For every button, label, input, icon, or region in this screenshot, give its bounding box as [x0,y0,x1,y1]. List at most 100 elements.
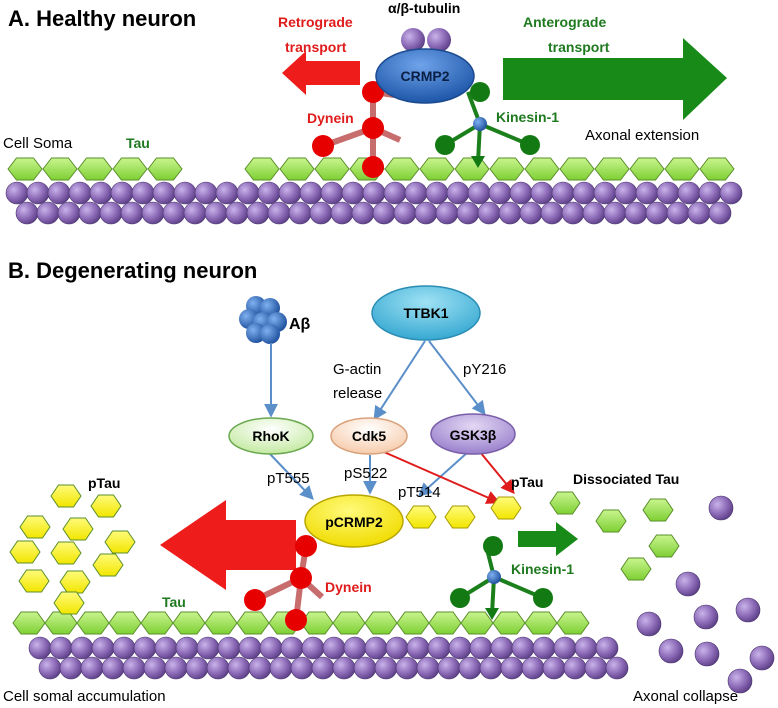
tubulin-subunit [437,656,461,680]
panel-b: B. Degenerating neuron Aβ TTBK1 [3,258,775,705]
tubulin-subunit [131,181,155,205]
tubulin-subunit [614,181,638,205]
tubulin-subunit [693,604,719,630]
tubulin-label: α/β-tubulin [388,0,460,16]
tubulin-subunit [519,201,543,225]
pcrmp2-label: pCRMP2 [325,514,383,530]
tubulin-subunit [624,201,648,225]
tubulin-subunit [677,181,701,205]
tubulin-subunit [215,181,239,205]
tau-hexagon [454,157,490,181]
tau-hexagon [489,157,525,181]
tubulin-subunit [120,201,144,225]
tubulin-subunit [309,201,333,225]
gsk3b-label: GSK3β [450,427,497,443]
tubulin-subunit [595,636,619,660]
tubulin-subunit [477,201,501,225]
tau-hexagon [396,611,430,635]
tubulin-subunit [383,181,407,205]
tubulin-subunit [636,611,662,637]
ptau-hexagon [18,569,50,593]
tau-hexagon [12,611,46,635]
tau-hexagon [642,498,674,522]
microtubule-a [5,181,743,225]
tau-hexagon [204,611,238,635]
tubulin-subunit [521,656,545,680]
tubulin-subunit [152,181,176,205]
tubulin-subunit [364,636,388,660]
pt514-label: pT514 [398,484,441,501]
tubulin-subunit [727,668,753,694]
ptau-hexagon [405,505,437,529]
tubulin-subunit [5,181,29,205]
tau-hexagon [594,157,630,181]
tau-hexagon [140,611,174,635]
tubulin-subunit [509,181,533,205]
tubulin-subunit [563,656,587,680]
tubulin-subunit [498,201,522,225]
tubulin-subunit [122,656,146,680]
cell-soma-label: Cell Soma [3,135,73,152]
tubulin-subunit [162,201,186,225]
tubulin-subunit [343,636,367,660]
tubulin-subunit [288,201,312,225]
tubulin-subunit [185,656,209,680]
tubulin-subunit [393,201,417,225]
tubulin-subunit [227,656,251,680]
tubulin-subunit [154,636,178,660]
tubulin-subunit [301,636,325,660]
tubulin-subunit [59,656,83,680]
tubulin-subunit [320,181,344,205]
tubulin-subunit [110,181,134,205]
tubulin-subunit [101,656,125,680]
crmp2-node [375,48,475,104]
tau-hexagon [147,157,183,181]
tubulin-subunit [406,636,430,660]
tubulin-subunit [446,181,470,205]
ptau-hexagon [62,517,94,541]
tau-hexagon [648,534,680,558]
tubulin-subunit [511,636,535,660]
tubulin-subunit [280,636,304,660]
tubulin-subunit [351,201,375,225]
tau-label-a: Tau [126,135,150,151]
tubulin-subunit [68,181,92,205]
anterograde-small-arrow [518,522,578,556]
retrograde-arrow [282,51,360,95]
tubulin-subunit [80,656,104,680]
tau-hexagon [699,157,735,181]
tubulin-subunit [175,636,199,660]
ptau-cluster-left [9,484,136,615]
ptau-attached [405,496,522,529]
tubulin-subunit [372,201,396,225]
ptau-hexagon [19,515,51,539]
tubulin-subunit [584,656,608,680]
tubulin-subunit [91,636,115,660]
tubulin-subunit [164,656,188,680]
retrograde-block-arrow [160,500,296,590]
soma-accumulation-label: Cell somal accumulation [3,688,166,705]
tubulin-subunit [225,201,249,225]
tau-hexagon [460,611,494,635]
tubulin-subunit [593,181,617,205]
pathway-arrows [264,340,515,504]
tubulin-subunit [278,181,302,205]
tubulin-subunit [488,181,512,205]
dissociated-tau-label: Dissociated Tau [573,471,679,487]
tubulin-subunit [141,201,165,225]
ptau-hexagon [104,530,136,554]
tubulin-subunit [267,201,291,225]
tubulin-subunit [574,636,598,660]
tubulin-subunit [332,656,356,680]
tubulin-subunit [479,656,503,680]
tau-hexagon [172,611,206,635]
rhok-node [228,417,314,455]
tubulin-subunit [749,645,775,671]
tubulin-subunit [112,636,136,660]
tubulin-subunit [322,636,346,660]
tubulin-subunit [246,201,270,225]
dissociated-tau-group [549,491,680,581]
tubulin-subunit [530,181,554,205]
